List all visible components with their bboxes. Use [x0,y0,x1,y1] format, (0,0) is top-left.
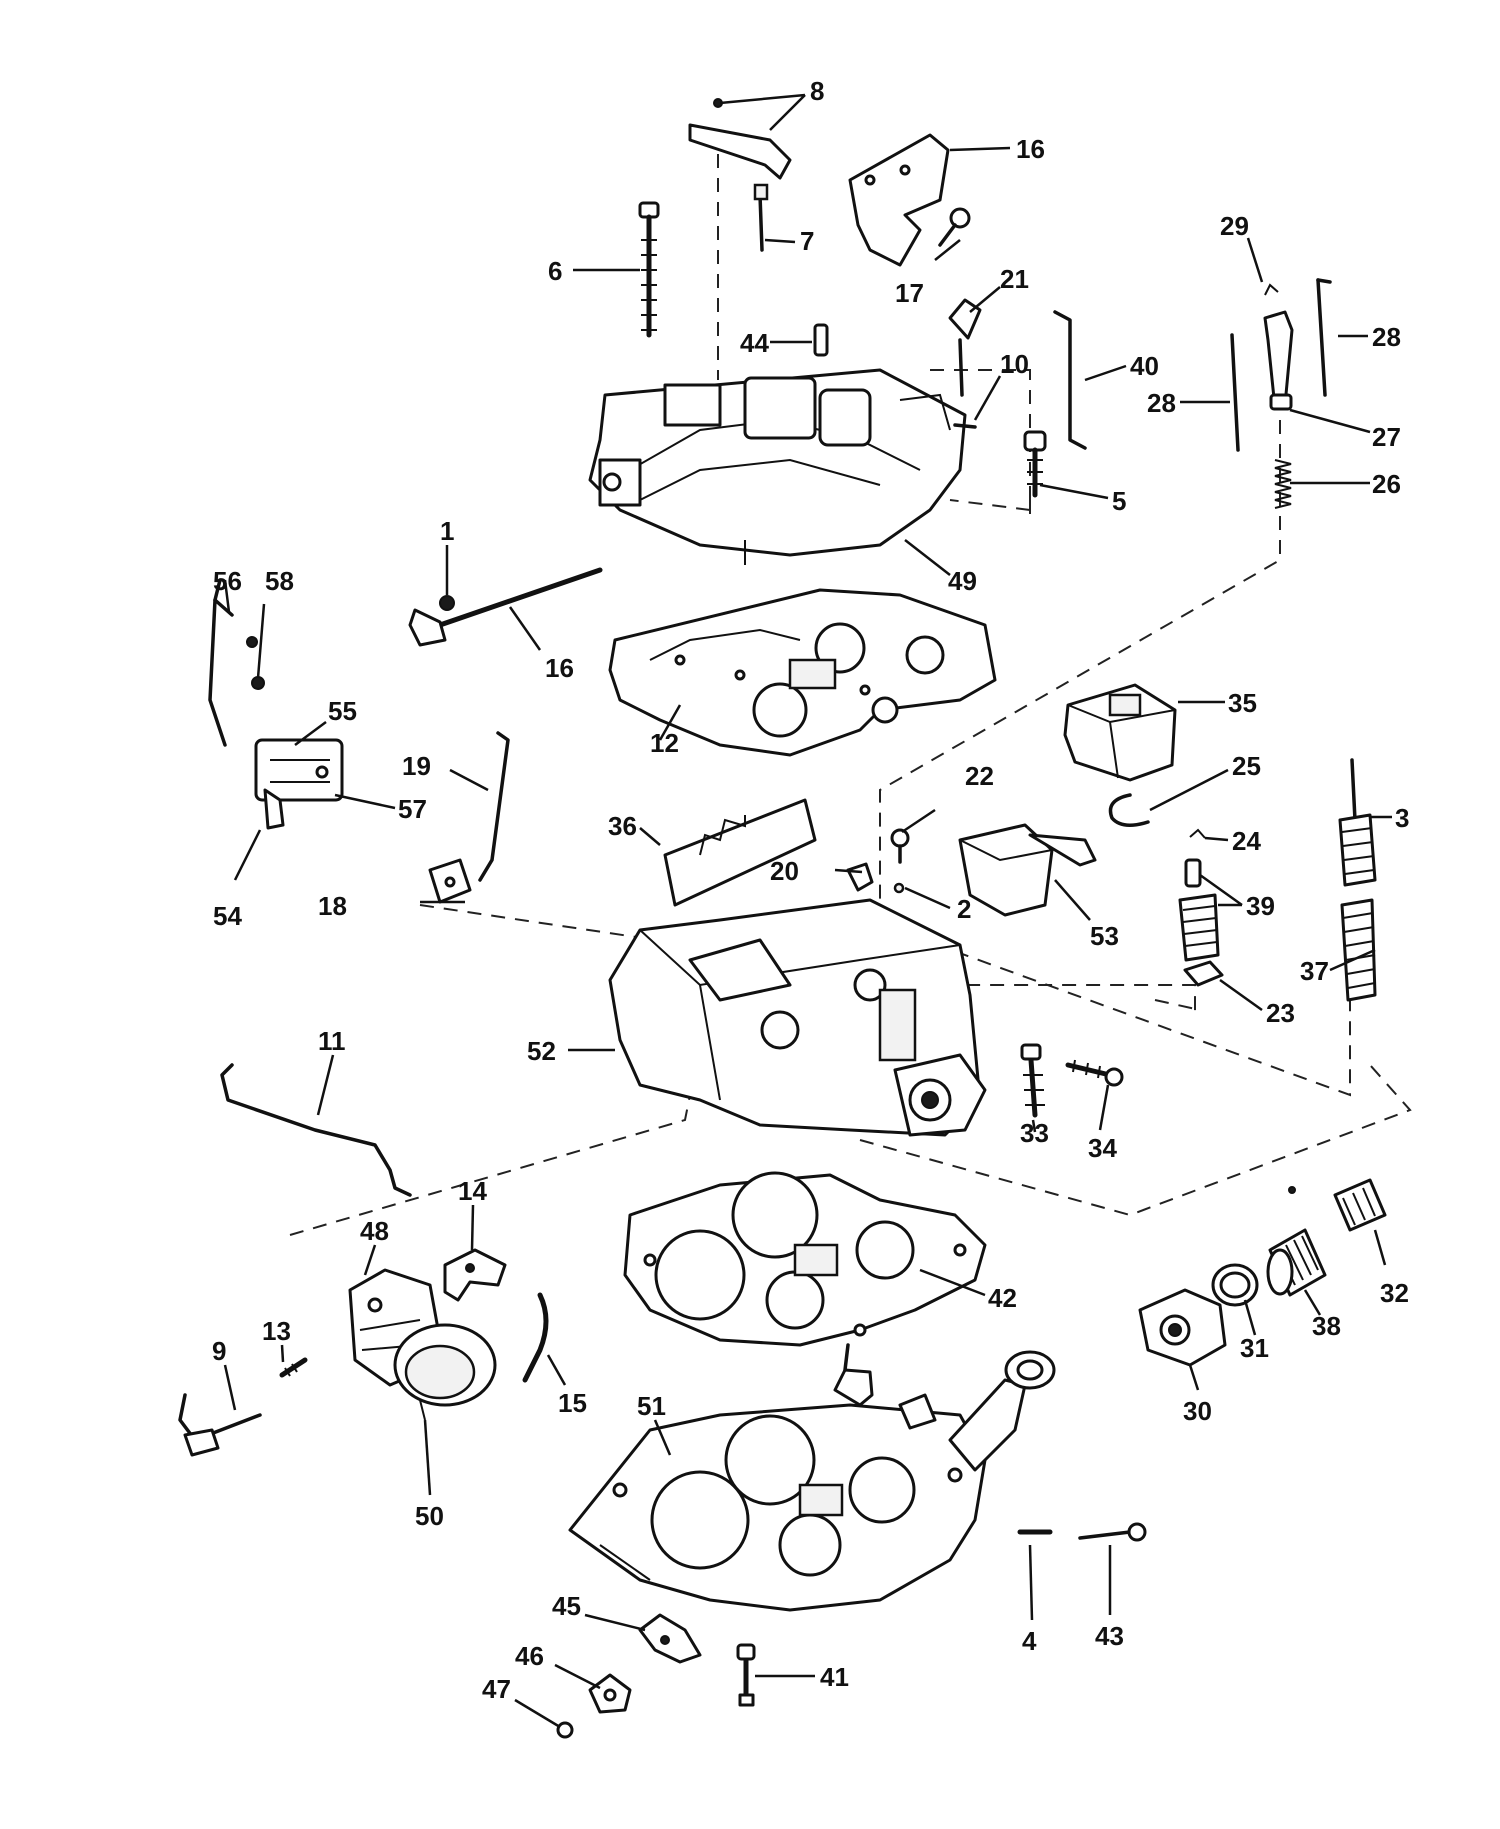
baffle-plate [663,798,817,907]
callout-57: 57 [398,794,427,824]
callout-leader-lines [223,93,1392,1729]
callout-22: 22 [965,761,994,791]
callout-42: 42 [988,1283,1017,1313]
callout-49: 49 [948,566,977,596]
callout-51: 51 [637,1391,666,1421]
callout-52: 52 [527,1036,556,1066]
throttle-body [568,1343,1056,1612]
callout-2: 2 [957,894,971,924]
callout-13: 13 [262,1316,291,1346]
callout-31: 31 [1240,1333,1269,1363]
callout-18: 18 [318,891,347,921]
callout-9: 9 [212,1336,226,1366]
float-bowl-main-body [608,898,1124,1137]
callout-14: 14 [458,1176,487,1206]
callout-53: 53 [1090,921,1119,951]
callout-50: 50 [415,1501,444,1531]
callout-21: 21 [1000,264,1029,294]
callout-26: 26 [1372,469,1401,499]
callout-11: 11 [318,1026,346,1056]
callout-56: 56 [213,566,242,596]
float-and-pump-parts [846,683,1377,1002]
callout-25: 25 [1232,751,1261,781]
callout-6: 6 [548,256,562,286]
callout-8: 8 [810,76,824,106]
callout-10: 10 [1000,349,1029,379]
callout-16-top: 16 [1016,134,1045,164]
callout-24: 24 [1232,826,1261,856]
callout-32: 32 [1380,1278,1409,1308]
air-horn-gasket [608,588,997,757]
throttle-body-gasket [623,1171,987,1347]
callout-5: 5 [1112,486,1126,516]
callout-38: 38 [1312,1311,1341,1341]
callout-46: 46 [515,1641,544,1671]
callout-19: 19 [402,751,431,781]
callout-40: 40 [1130,351,1159,381]
callout-41: 41 [820,1662,849,1692]
callout-37: 37 [1300,956,1329,986]
callout-3: 3 [1395,803,1409,833]
choke-housing-assembly [178,1268,497,1457]
callout-28-left: 28 [1147,388,1176,418]
callout-20: 20 [770,856,799,886]
callout-39: 39 [1246,891,1275,921]
callout-7: 7 [800,226,814,256]
callout-48: 48 [360,1216,389,1246]
callout-47: 47 [482,1674,511,1704]
air-horn-gasket-plate [848,133,950,267]
choke-lever [688,123,792,180]
callout-34: 34 [1088,1133,1117,1163]
callout-55: 55 [328,696,357,726]
callout-4: 4 [1022,1626,1037,1656]
callout-33: 33 [1020,1118,1049,1148]
callout-58: 58 [265,566,294,596]
callout-28-right: 28 [1372,322,1401,352]
fuel-inlet-parts [1138,1178,1387,1367]
callout-54: 54 [213,901,242,931]
callout-17: 17 [895,278,924,308]
callout-36: 36 [608,811,637,841]
float [1063,683,1177,782]
pump-rod [478,731,510,882]
callout-1: 1 [440,516,454,546]
choke-vacuum-break [208,578,510,904]
callout-29: 29 [1220,211,1249,241]
callout-15: 15 [558,1388,587,1418]
callout-16-mid: 16 [545,653,574,683]
throttle-linkage [220,1063,549,1383]
callout-43: 43 [1095,1621,1124,1651]
callout-labels: 8 16 7 6 17 21 29 28 44 10 40 28 27 5 26… [212,76,1409,1704]
callout-27: 27 [1372,422,1401,452]
metering-rod-right [1316,278,1327,397]
choke-rod [1053,310,1087,450]
callout-44: 44 [740,328,769,358]
choke-shaft-pin [758,193,764,252]
callout-35: 35 [1228,688,1257,718]
callout-30: 30 [1183,1396,1212,1426]
air-horn-assembly [408,98,1332,647]
callout-12: 12 [650,728,679,758]
callout-45: 45 [552,1591,581,1621]
metering-rod-left [1230,333,1240,452]
bottom-small-parts [556,1522,1147,1739]
callout-23: 23 [1266,998,1295,1028]
